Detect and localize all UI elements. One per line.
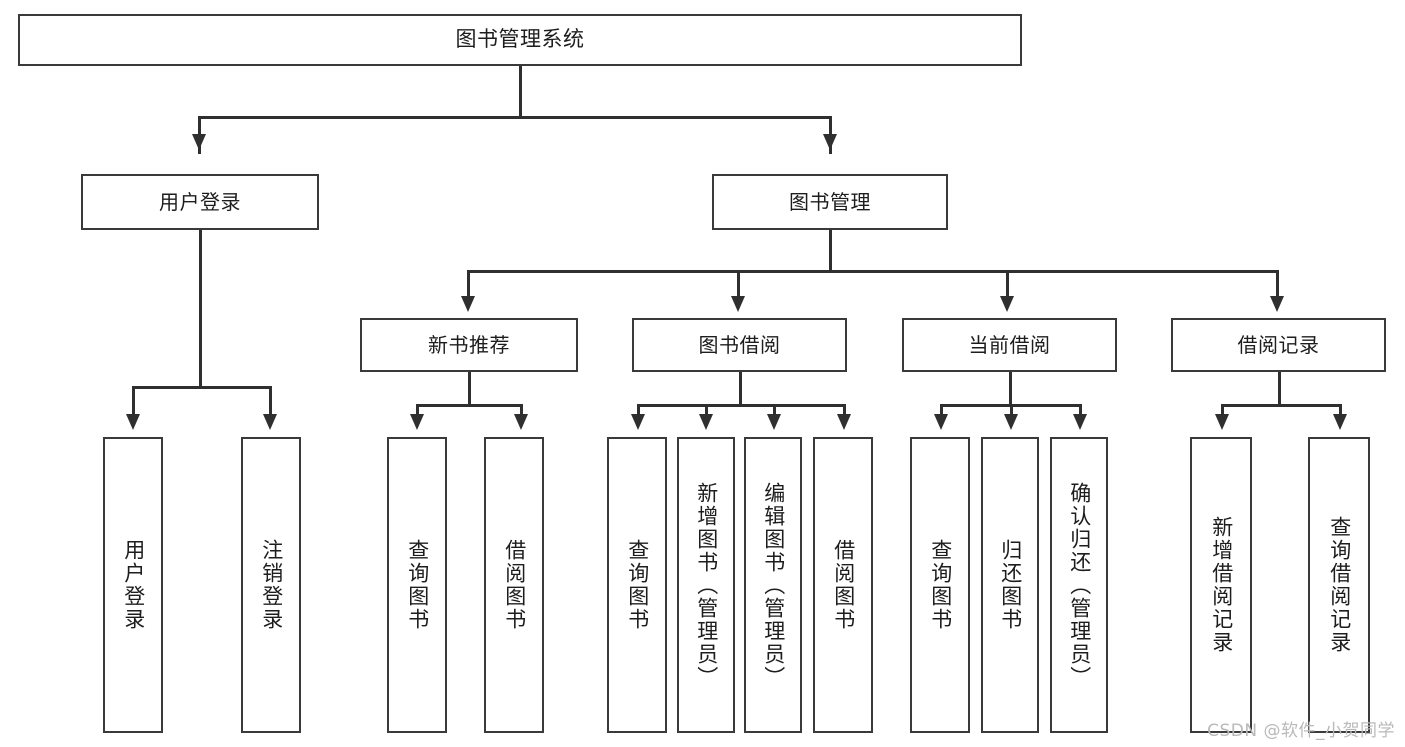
arrowhead-current-leaf-3 xyxy=(1073,414,1087,430)
connector-borrow-record-stem xyxy=(1278,372,1281,406)
leaf-label: 新增借阅记录 xyxy=(1209,516,1234,654)
connector-leg-record-1 xyxy=(1221,404,1224,422)
arrowhead-newbook-leaf-2 xyxy=(514,414,528,430)
connector-leg-record-2 xyxy=(1339,404,1342,422)
connector-leg-newbook-1 xyxy=(416,404,419,422)
connector-leg-login-1 xyxy=(132,386,135,422)
leaf-label: 归还图书 xyxy=(998,539,1023,631)
arrowhead-record-leaf-2 xyxy=(1333,414,1347,430)
connector-root-stem xyxy=(519,66,522,118)
node-label: 借阅记录 xyxy=(1237,333,1320,357)
leaf-label: 注销登录 xyxy=(259,539,284,631)
node-book-borrow[interactable]: 图书借阅 xyxy=(632,318,847,372)
node-label: 图书借阅 xyxy=(698,333,781,357)
node-root-book-management-system[interactable]: 图书管理系统 xyxy=(18,14,1022,66)
leaf-label: 确认归还（管理员） xyxy=(1067,481,1092,689)
arrowhead-newbook-leaf-1 xyxy=(410,414,424,430)
leaf-label: 编辑图书（管理员） xyxy=(761,481,786,689)
node-label: 用户登录 xyxy=(159,190,241,214)
node-book-management[interactable]: 图书管理 xyxy=(712,174,948,230)
connector-user-login-stem xyxy=(199,230,202,388)
connector-user-login-bus xyxy=(132,386,269,389)
connector-leg-login-2 xyxy=(269,386,272,422)
leaf-record-add-record[interactable]: 新增借阅记录 xyxy=(1190,437,1252,733)
connector-current-borrow-stem xyxy=(1009,372,1012,406)
connector-leg-current-borrow xyxy=(1006,270,1009,300)
leaf-current-return-book[interactable]: 归还图书 xyxy=(981,437,1039,733)
connector-current-borrow-bus xyxy=(940,404,1079,407)
connector-leg-book-borrow xyxy=(737,270,740,300)
connector-book-borrow-bus xyxy=(637,404,843,407)
arrowhead-borrow-leaf-2 xyxy=(699,414,713,430)
leaf-borrow-edit-book-admin[interactable]: 编辑图书（管理员） xyxy=(744,437,802,733)
node-current-borrow[interactable]: 当前借阅 xyxy=(902,318,1117,372)
leaf-label: 查询图书 xyxy=(405,539,430,631)
leaf-label: 借阅图书 xyxy=(831,539,856,631)
connector-leg-current-1 xyxy=(940,404,943,422)
arrowhead-user-login xyxy=(192,134,206,150)
node-user-login[interactable]: 用户登录 xyxy=(81,174,319,230)
leaf-label: 借阅图书 xyxy=(502,539,527,631)
leaf-label: 查询图书 xyxy=(928,539,953,631)
leaf-current-confirm-return-admin[interactable]: 确认归还（管理员） xyxy=(1050,437,1108,733)
arrowhead-current-leaf-2 xyxy=(1004,414,1018,430)
connector-leg-current-2 xyxy=(1010,404,1013,422)
leaf-label: 查询图书 xyxy=(625,539,650,631)
leaf-current-query-book[interactable]: 查询图书 xyxy=(910,437,970,733)
arrowhead-borrow-leaf-3 xyxy=(767,414,781,430)
connector-leg-newbook-2 xyxy=(520,404,523,422)
leaf-label: 用户登录 xyxy=(121,539,146,631)
arrowhead-record-leaf-1 xyxy=(1215,414,1229,430)
connector-leg-borrow-record xyxy=(1276,270,1279,300)
connector-leg-borrow-2 xyxy=(705,404,708,422)
arrowhead-borrow-record xyxy=(1270,296,1284,312)
leaf-borrow-borrow-book[interactable]: 借阅图书 xyxy=(813,437,873,733)
arrowhead-new-book-recommend xyxy=(461,296,475,312)
arrowhead-borrow-leaf-4 xyxy=(837,414,851,430)
node-label: 图书管理 xyxy=(789,190,871,214)
leaf-newbook-query-book[interactable]: 查询图书 xyxy=(387,437,447,733)
arrowhead-borrow-leaf-1 xyxy=(631,414,645,430)
connector-new-book-bus xyxy=(416,404,520,407)
connector-leg-borrow-1 xyxy=(637,404,640,422)
node-new-book-recommend[interactable]: 新书推荐 xyxy=(360,318,578,372)
connector-level3-bus xyxy=(467,270,1276,273)
arrowhead-login-leaf-1 xyxy=(126,414,140,430)
leaf-label: 查询借阅记录 xyxy=(1327,516,1352,654)
leaf-label: 新增图书（管理员） xyxy=(694,481,719,689)
arrowhead-current-borrow xyxy=(1000,296,1014,312)
node-label: 图书管理系统 xyxy=(455,27,585,52)
arrowhead-current-leaf-1 xyxy=(934,414,948,430)
leaf-user-login[interactable]: 用户登录 xyxy=(103,437,163,733)
node-borrow-record[interactable]: 借阅记录 xyxy=(1171,318,1386,372)
leaf-logout-login[interactable]: 注销登录 xyxy=(241,437,301,733)
leaf-newbook-borrow-book[interactable]: 借阅图书 xyxy=(484,437,544,733)
connector-borrow-record-bus xyxy=(1221,404,1339,407)
connector-new-book-stem xyxy=(468,372,471,406)
arrowhead-book-management xyxy=(823,134,837,150)
leaf-borrow-add-book-admin[interactable]: 新增图书（管理员） xyxy=(677,437,735,733)
arrowhead-login-leaf-2 xyxy=(263,414,277,430)
connector-leg-borrow-4 xyxy=(843,404,846,422)
connector-book-management-stem xyxy=(829,230,832,272)
connector-level2-bus xyxy=(198,116,832,119)
node-label: 当前借阅 xyxy=(968,333,1051,357)
connector-book-borrow-stem xyxy=(739,372,742,406)
leaf-borrow-query-book[interactable]: 查询图书 xyxy=(607,437,667,733)
connector-leg-new-book xyxy=(467,270,470,300)
connector-leg-current-3 xyxy=(1079,404,1082,422)
connector-leg-borrow-3 xyxy=(773,404,776,422)
arrowhead-book-borrow xyxy=(731,296,745,312)
node-label: 新书推荐 xyxy=(428,333,510,357)
leaf-record-query-record[interactable]: 查询借阅记录 xyxy=(1308,437,1370,733)
